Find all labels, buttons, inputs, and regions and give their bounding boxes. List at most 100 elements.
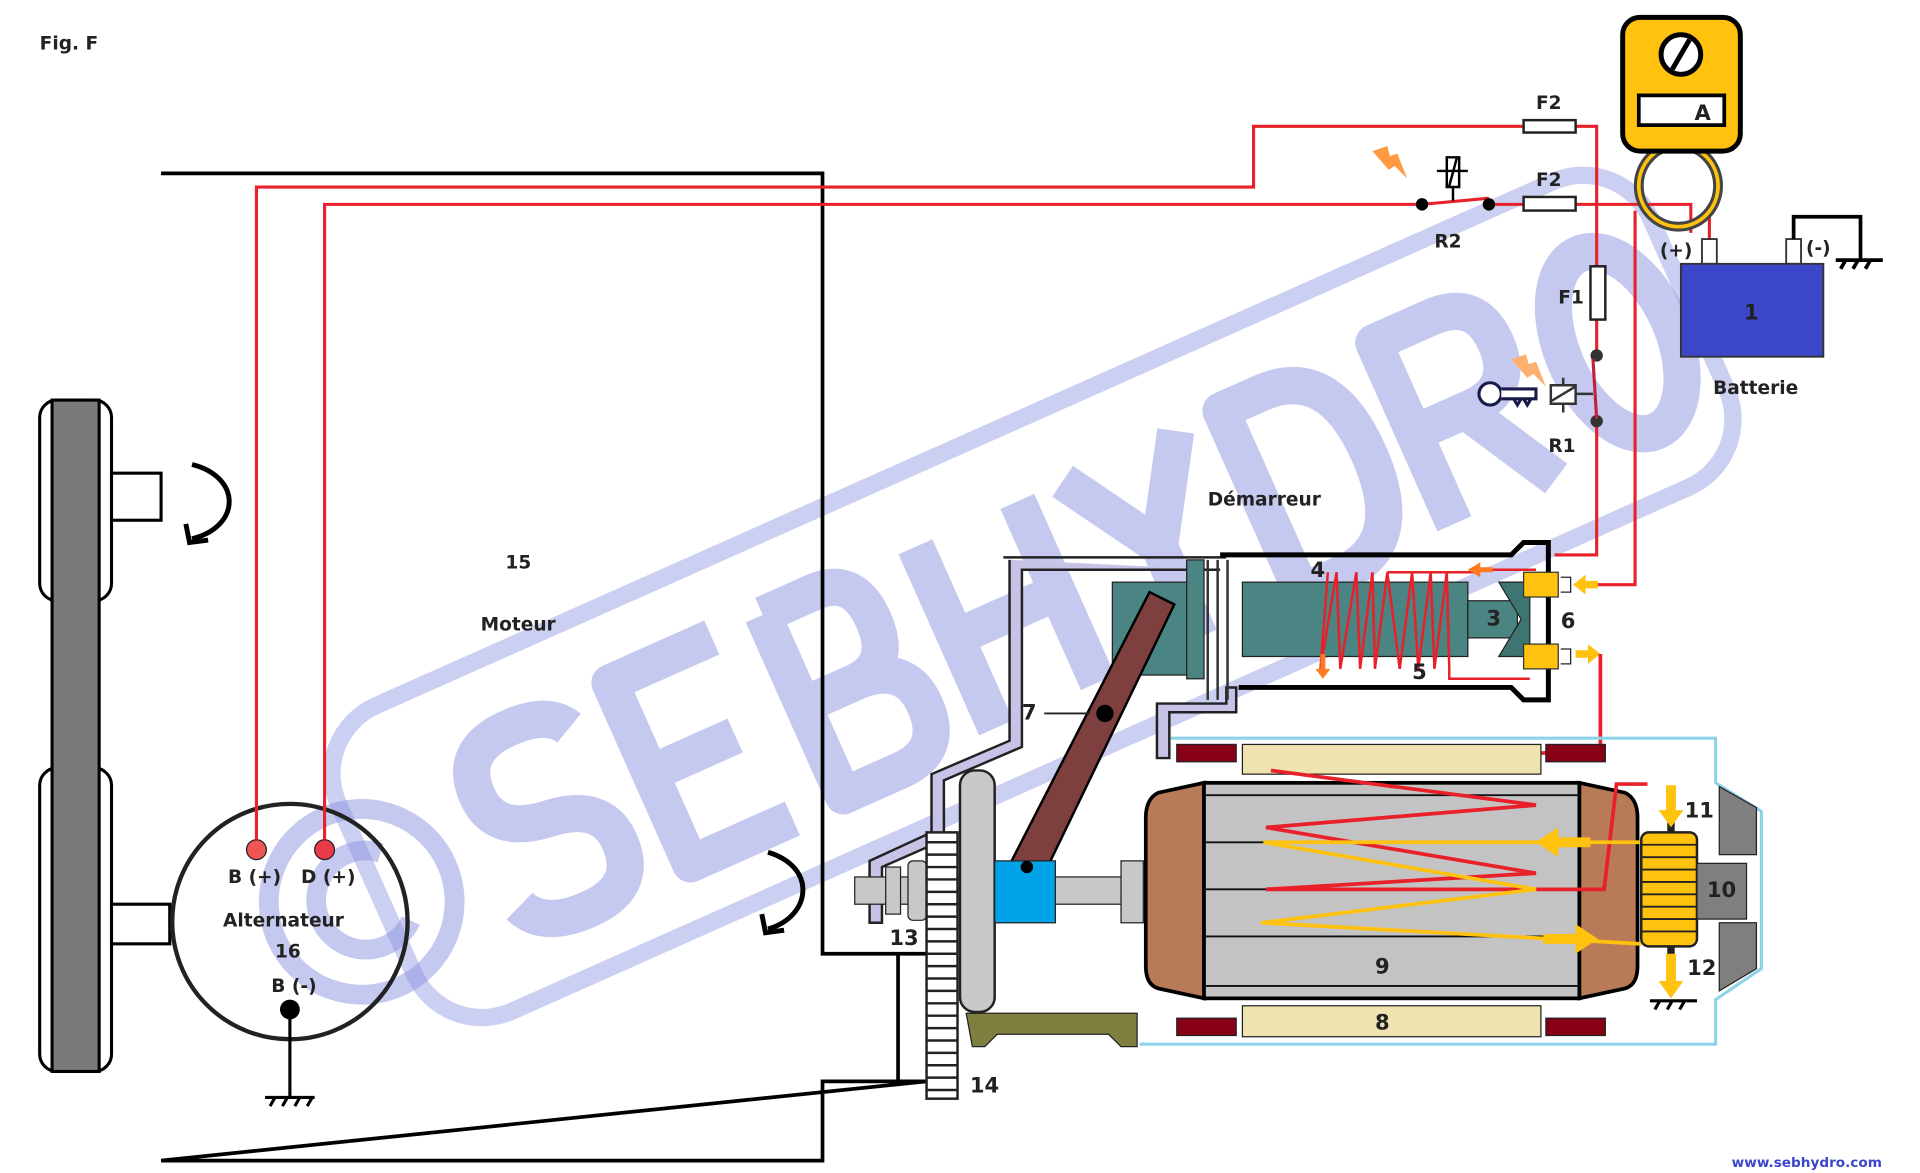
commutator xyxy=(1640,831,1699,948)
battery xyxy=(1679,262,1825,358)
current-arrow-icon xyxy=(1658,953,1684,999)
r1-coil-icon xyxy=(1549,377,1593,413)
alternator-b-plus-terminal xyxy=(245,839,267,861)
part-3: 3 xyxy=(1486,606,1501,631)
engine-block xyxy=(160,171,927,1163)
current-arrow-icon xyxy=(1315,654,1331,679)
shaft-collar xyxy=(907,860,928,921)
part-4: 4 xyxy=(1311,557,1326,582)
nose-housing xyxy=(965,1012,1138,1048)
part-8: 8 xyxy=(1375,1009,1390,1034)
fuse-f1 xyxy=(1589,265,1607,321)
ammeter-unit: A xyxy=(1695,100,1712,125)
contact-rod xyxy=(1467,600,1519,639)
field-coil xyxy=(1176,743,1237,763)
current-arrow-icon xyxy=(1535,827,1591,858)
part-11: 11 xyxy=(1685,798,1714,823)
alternator-d-plus-label: D (+) xyxy=(301,867,355,888)
r2-terminal xyxy=(1415,198,1429,211)
website-link[interactable]: www.sebhydro.com xyxy=(1732,1155,1882,1171)
relay-r2-contact xyxy=(1421,196,1490,206)
relay-r1-contact xyxy=(1591,359,1599,419)
r1-terminal xyxy=(1590,414,1603,428)
flywheel-disc xyxy=(958,769,996,1014)
main-contact-top xyxy=(1522,571,1559,598)
armature-winding-yellow xyxy=(1260,840,1642,946)
field-coil xyxy=(1545,1017,1606,1037)
engine-label: Moteur xyxy=(481,614,557,635)
field-coil xyxy=(1176,1017,1237,1037)
part-7: 7 xyxy=(1022,700,1037,725)
part-14: 14 xyxy=(970,1072,999,1097)
current-arrow-icon xyxy=(1543,924,1598,954)
starter-label: Démarreur xyxy=(1208,489,1322,510)
lavender-support xyxy=(1155,686,1238,760)
return-spring xyxy=(1206,559,1229,700)
current-arrow-icon xyxy=(1575,644,1601,664)
relay-r1-label: R1 xyxy=(1548,436,1575,457)
end-cap xyxy=(1718,785,1758,993)
battery-number: 1 xyxy=(1744,300,1759,325)
fuse-f2-top-label: F2 xyxy=(1536,93,1562,114)
solenoid-coil xyxy=(1319,572,1451,670)
battery-minus-label: (-) xyxy=(1806,238,1831,259)
battery-positive-post xyxy=(1701,238,1718,265)
battery-negative-post xyxy=(1785,238,1802,265)
ground-icon xyxy=(1649,999,1697,1011)
solenoid-housing xyxy=(1220,540,1551,703)
lightning-icon xyxy=(1372,146,1408,179)
battery-ground-wire xyxy=(1791,214,1883,270)
solenoid-core xyxy=(1241,581,1469,658)
engine-number: 15 xyxy=(505,553,531,574)
pulley-belt xyxy=(38,398,172,1073)
r2-terminal xyxy=(1482,198,1496,211)
battery-plus-label: (+) xyxy=(1660,240,1693,261)
r2-coil-icon xyxy=(1436,156,1468,201)
relay-r2-label: R2 xyxy=(1434,232,1461,253)
field-coil xyxy=(1545,743,1606,763)
fuse-f2-mid xyxy=(1522,195,1577,212)
end-bearing xyxy=(1696,862,1748,920)
fuse-f2-top xyxy=(1522,118,1577,134)
current-arrow-icon xyxy=(1573,574,1598,595)
part-12: 12 xyxy=(1687,955,1716,980)
bearing xyxy=(1120,860,1144,924)
shaft-nut xyxy=(885,866,902,915)
gear-teeth xyxy=(926,841,958,1092)
lightning-icon xyxy=(1511,354,1546,387)
motor-housing xyxy=(1139,736,1763,1046)
current-arrow-icon xyxy=(1467,562,1493,578)
freewheel-clutch xyxy=(994,860,1056,924)
lever-pivot xyxy=(1096,704,1114,723)
battery-label: Batterie xyxy=(1713,378,1798,399)
part-6: 6 xyxy=(1561,608,1576,633)
r1-terminal xyxy=(1590,349,1603,362)
current-arrow-icon xyxy=(1658,785,1684,828)
figure-label: Fig. F xyxy=(40,34,99,55)
ignition-key-icon xyxy=(1477,381,1538,409)
alternator-number: 16 xyxy=(275,941,301,962)
ground-icon xyxy=(265,1009,315,1107)
fuse-f1-label: F1 xyxy=(1558,287,1584,308)
clamp-ammeter: A xyxy=(1620,14,1743,232)
lavender-bracket xyxy=(868,556,1227,925)
plunger-disc xyxy=(1186,559,1205,680)
pole-shoe xyxy=(1241,1005,1542,1038)
armature-end-left xyxy=(1143,780,1206,1001)
terminal-bolts xyxy=(1560,576,1572,665)
part-13: 13 xyxy=(889,925,918,950)
lever-pin xyxy=(1020,860,1034,874)
part-10: 10 xyxy=(1707,877,1736,902)
rotation-arrow-icon xyxy=(759,849,806,936)
main-contact-bottom xyxy=(1522,643,1559,670)
alternator-label: Alternateur xyxy=(223,911,345,932)
alternator-b-minus-label: B (-) xyxy=(271,976,316,997)
part-9: 9 xyxy=(1375,954,1390,979)
pole-shoe xyxy=(1241,743,1542,775)
fuse-f2-mid-label: F2 xyxy=(1536,170,1562,191)
alternator-b-plus-label: B (+) xyxy=(228,867,281,888)
armature-winding-red xyxy=(1265,768,1648,892)
part-5: 5 xyxy=(1412,659,1427,684)
rotation-arrow-icon xyxy=(183,462,232,546)
